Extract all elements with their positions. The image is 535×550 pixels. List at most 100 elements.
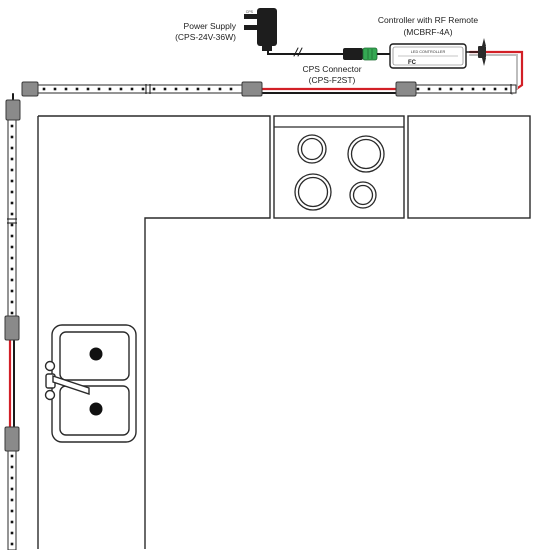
cps-connector: CPS Connector (CPS-F2ST) <box>302 47 378 85</box>
cable-break-mark-2 <box>297 47 303 57</box>
led-chip <box>10 234 14 238</box>
connector-left-lower-start <box>4 426 20 452</box>
counter-outer-edge <box>38 115 271 549</box>
led-chip <box>97 87 101 91</box>
led-chip <box>10 256 14 260</box>
burner-large-rear-inner <box>350 138 382 170</box>
faucet-spout <box>52 375 90 395</box>
sink-drain-lower <box>89 402 103 416</box>
rf-controller: LED CONTROLLER FC Controller with RF Rem… <box>377 15 486 69</box>
led-chip <box>10 245 14 249</box>
led-chip <box>152 87 156 91</box>
controller-antenna-base <box>478 46 486 58</box>
led-chip <box>163 87 167 91</box>
cable-break-mark-1 <box>293 47 299 57</box>
led-chip <box>504 87 508 91</box>
led-chip <box>10 223 14 227</box>
led-chip <box>207 87 211 91</box>
led-chips <box>10 87 508 546</box>
controller-model-label: (MCBRF-4A) <box>403 27 452 37</box>
led-chip <box>141 87 145 91</box>
cps-connector-model-label: (CPS-F2ST) <box>309 75 356 85</box>
controller-fcc-mark: FC <box>408 60 417 66</box>
double-sink <box>44 324 137 443</box>
led-chip <box>130 87 134 91</box>
power-supply-plug-prong-top <box>244 14 257 19</box>
led-chip <box>10 531 14 535</box>
led-chip <box>196 87 200 91</box>
sink-drain-upper <box>89 347 103 361</box>
led-chip <box>10 520 14 524</box>
connector-corner <box>5 81 39 121</box>
burner-small-rear-inner <box>300 137 324 161</box>
controller-antenna-tip-top <box>482 38 486 46</box>
led-chip <box>10 168 14 172</box>
led-chip <box>10 201 14 205</box>
controller-face-title: LED CONTROLLER <box>411 50 446 54</box>
led-chip <box>10 135 14 139</box>
led-chip <box>10 311 14 315</box>
power-supply-name-label: Power Supply <box>184 21 237 31</box>
cooktop-cabinet-outline <box>273 115 405 219</box>
led-chip <box>64 87 68 91</box>
power-supply-model-label: (CPS-24V-36W) <box>175 32 236 42</box>
cps-connector-body <box>343 48 363 60</box>
power-supply: Power Supply (CPS-24V-36W) <box>175 8 277 51</box>
led-chip <box>438 87 442 91</box>
led-chip <box>10 487 14 491</box>
adapter-tag: CPS <box>246 10 254 14</box>
led-chip <box>86 87 90 91</box>
power-supply-cable <box>267 49 346 55</box>
strip-connectors <box>4 81 417 452</box>
led-chip <box>229 87 233 91</box>
led-chip <box>108 87 112 91</box>
led-chip <box>42 87 46 91</box>
led-chip <box>10 498 14 502</box>
led-chip <box>10 509 14 513</box>
led-chip <box>10 278 14 282</box>
power-supply-plug-prong-bottom <box>244 25 257 30</box>
led-chip <box>493 87 497 91</box>
led-chip <box>10 124 14 128</box>
right-cabinet <box>407 115 531 219</box>
led-chip <box>119 87 123 91</box>
led-chip <box>471 87 475 91</box>
led-chip <box>10 212 14 216</box>
faucet-knob-bottom <box>44 389 56 401</box>
power-supply-strain-relief <box>262 44 272 51</box>
led-chip <box>218 87 222 91</box>
cps-connector-green-terminal <box>362 47 378 61</box>
led-chip <box>10 146 14 150</box>
led-chip <box>10 179 14 183</box>
led-chip <box>185 87 189 91</box>
led-chip <box>10 454 14 458</box>
led-chip <box>460 87 464 91</box>
led-chip <box>10 465 14 469</box>
led-chip <box>10 267 14 271</box>
led-chip <box>53 87 57 91</box>
controller-antenna-tip-bottom <box>482 58 486 66</box>
cps-connector-name-label: CPS Connector <box>302 64 361 74</box>
led-chip <box>10 476 14 480</box>
led-chip <box>482 87 486 91</box>
connector-top-left-end <box>241 81 263 97</box>
led-chip <box>10 157 14 161</box>
connector-top-right-start <box>395 81 417 97</box>
led-chip <box>449 87 453 91</box>
strip-cut-marks <box>7 84 512 224</box>
connector-left-upper-end <box>4 315 20 341</box>
led-chip <box>174 87 178 91</box>
led-chip <box>10 289 14 293</box>
connector-corner-body <box>21 81 39 97</box>
controller-name-label: Controller with RF Remote <box>378 15 478 25</box>
cooktop-cabinet <box>273 115 405 219</box>
connector-corner-vertical <box>5 99 21 121</box>
led-chip <box>10 300 14 304</box>
power-supply-body <box>257 8 277 46</box>
led-strip-top-left <box>35 84 247 94</box>
burner-small-front-inner <box>352 184 374 206</box>
led-chip <box>75 87 79 91</box>
controller-face-plate <box>392 46 464 66</box>
